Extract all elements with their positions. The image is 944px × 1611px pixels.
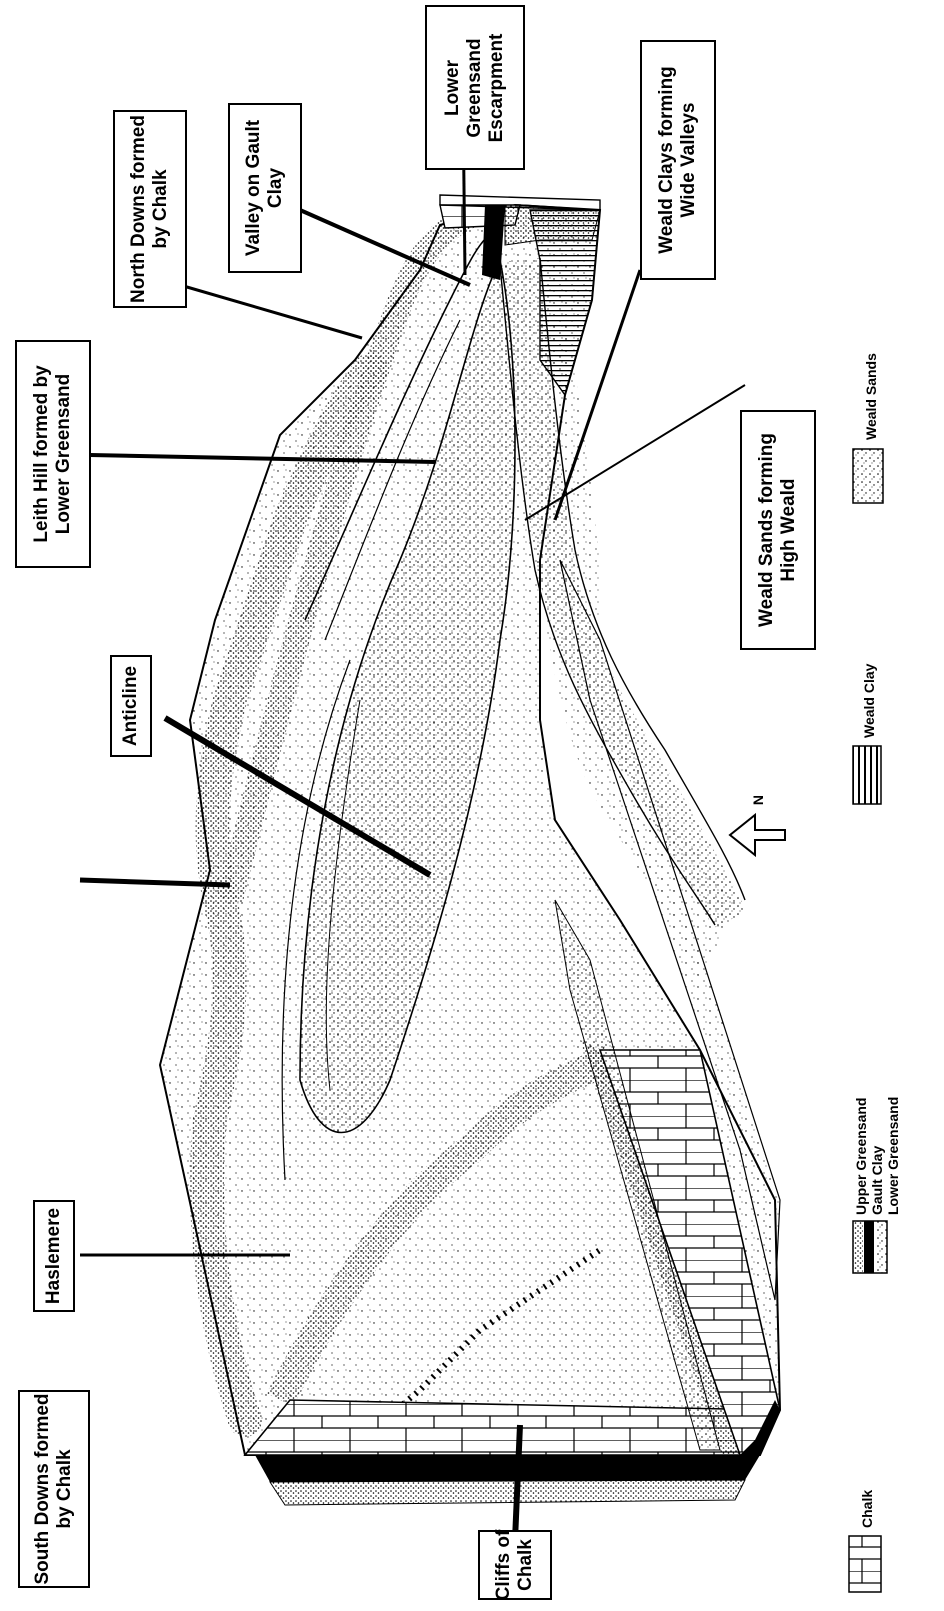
callout-text: Lower Greensand [53,365,75,542]
callout-text: North Downs formed [128,115,150,303]
callout-text: Weald Clays forming [656,66,678,254]
legend-label-lower-greensand: Lower Greensand [886,1097,900,1215]
callout-haslemere: Haslemere [33,1200,75,1312]
callout-text: Chalk [515,1530,537,1601]
north-label: N [750,795,766,805]
legend-swatch-chalk [848,1535,882,1593]
callout-text: Anticline [120,666,142,746]
legend-label-weald-clay: Weald Clay [862,664,876,738]
legend-swatch-weald-clay [852,745,882,805]
callout-text: Leith Hill formed by [31,365,53,542]
legend-label-upper-greensand: Upper Greensand [854,1098,868,1215]
callout-text: Wide Valleys [678,66,700,254]
callout-text: Cliffs of [493,1530,515,1601]
callout-text: Haslemere [43,1208,65,1304]
callout-text: Clay [265,120,287,256]
legend-label-weald-sands: Weald Sands [864,353,878,440]
legend-label-gault-clay: Gault Clay [870,1146,884,1215]
callout-text: Escarpment [486,33,508,142]
callout-text: by Chalk [150,115,172,303]
callout-anticline: Anticline [110,655,152,757]
callout-text: Lower [442,33,464,142]
callout-text: South Downs formed [32,1393,54,1584]
callout-text: Valley on Gault [243,120,265,256]
callout-lower-greensand-escarpment: Lower Greensand Escarpment [425,5,525,170]
legend-swatch-greensand-gault [852,1220,888,1274]
callout-cliffs-of-chalk: Cliffs of Chalk [478,1530,552,1600]
callout-north-downs: North Downs formed by Chalk [113,110,187,308]
callout-text: High Weald [778,433,800,627]
callout-valley-gault: Valley on Gault Clay [228,103,302,273]
callout-text: Weald Sands forming [756,433,778,627]
north-arrow: N [730,795,785,855]
callout-weald-clays: Weald Clays forming Wide Valleys [640,40,716,280]
leader-north-downs [180,285,362,338]
legend-label-chalk: Chalk [860,1490,874,1528]
callout-leith-hill: Leith Hill formed by Lower Greensand [15,340,91,568]
callout-text: Greensand [464,33,486,142]
callout-weald-sands: Weald Sands forming High Weald [740,410,816,650]
callout-south-downs: South Downs formed by Chalk [18,1390,90,1588]
callout-text: by Chalk [54,1393,76,1584]
legend-swatch-weald-sands [852,448,884,504]
